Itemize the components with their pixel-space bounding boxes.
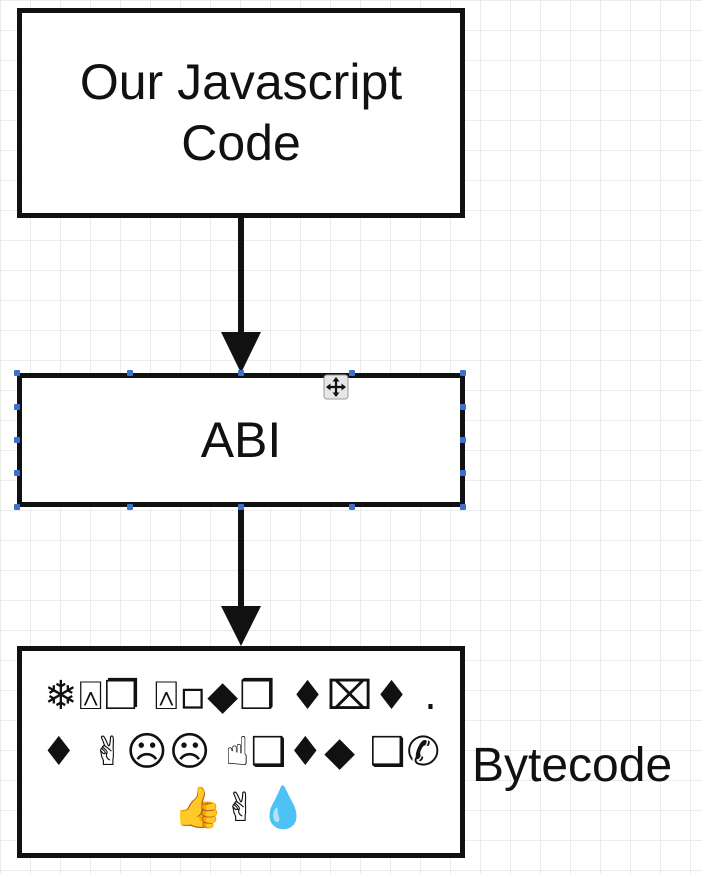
selection-handle-bottom-q3[interactable] xyxy=(349,504,355,510)
selection-handle-right-mid[interactable] xyxy=(460,437,466,443)
node-abi-label: ABI xyxy=(200,412,282,468)
selection-handle-bottom-q1[interactable] xyxy=(127,504,133,510)
selection-handle-top-q1[interactable] xyxy=(127,370,133,376)
selection-handle-right-lower[interactable] xyxy=(460,470,466,476)
arrowhead-abi-to-bytecode xyxy=(221,606,261,646)
selection-handle-bottom-mid[interactable] xyxy=(238,504,244,510)
node-javascript-code-line2: Code xyxy=(181,115,301,171)
selection-handle-left-lower[interactable] xyxy=(14,470,20,476)
node-abi[interactable]: ABI xyxy=(17,373,465,507)
node-javascript-code-text: Our Javascript Code xyxy=(80,52,402,174)
edge-abi-to-bytecode[interactable] xyxy=(221,507,261,646)
selection-handle-right-upper[interactable] xyxy=(460,404,466,410)
move-cursor-icon xyxy=(323,374,349,400)
selection-handle-top-q3[interactable] xyxy=(349,370,355,376)
edge-js-to-abi[interactable] xyxy=(221,218,261,373)
bytecode-glyph-line-1: ❄⍓❐ ⍓▫◆❒ ♦⌧♦ . xyxy=(44,673,438,719)
bytecode-glyph-line-2: ♦ ✌☹☹ ☝❑♦◆ ❑✆ xyxy=(40,729,442,775)
arrowhead-js-to-abi xyxy=(221,332,261,373)
selection-handle-bottom-right[interactable] xyxy=(460,504,466,510)
selection-handle-bottom-left[interactable] xyxy=(14,504,20,510)
selection-handle-left-upper[interactable] xyxy=(14,404,20,410)
selection-handle-top-mid[interactable] xyxy=(238,370,244,376)
selection-handle-top-right[interactable] xyxy=(460,370,466,376)
selection-handle-left-mid[interactable] xyxy=(14,437,20,443)
bytecode-side-label: Bytecode xyxy=(472,739,673,792)
node-bytecode[interactable]: ❄⍓❐ ⍓▫◆❒ ♦⌧♦ . ♦ ✌☹☹ ☝❑♦◆ ❑✆ 👍✌💧 xyxy=(17,646,465,858)
selection-handle-top-left[interactable] xyxy=(14,370,20,376)
node-javascript-code[interactable]: Our Javascript Code xyxy=(17,8,465,218)
bytecode-glyph-line-3: 👍✌💧 xyxy=(172,785,310,831)
node-javascript-code-line1: Our Javascript xyxy=(79,54,403,110)
